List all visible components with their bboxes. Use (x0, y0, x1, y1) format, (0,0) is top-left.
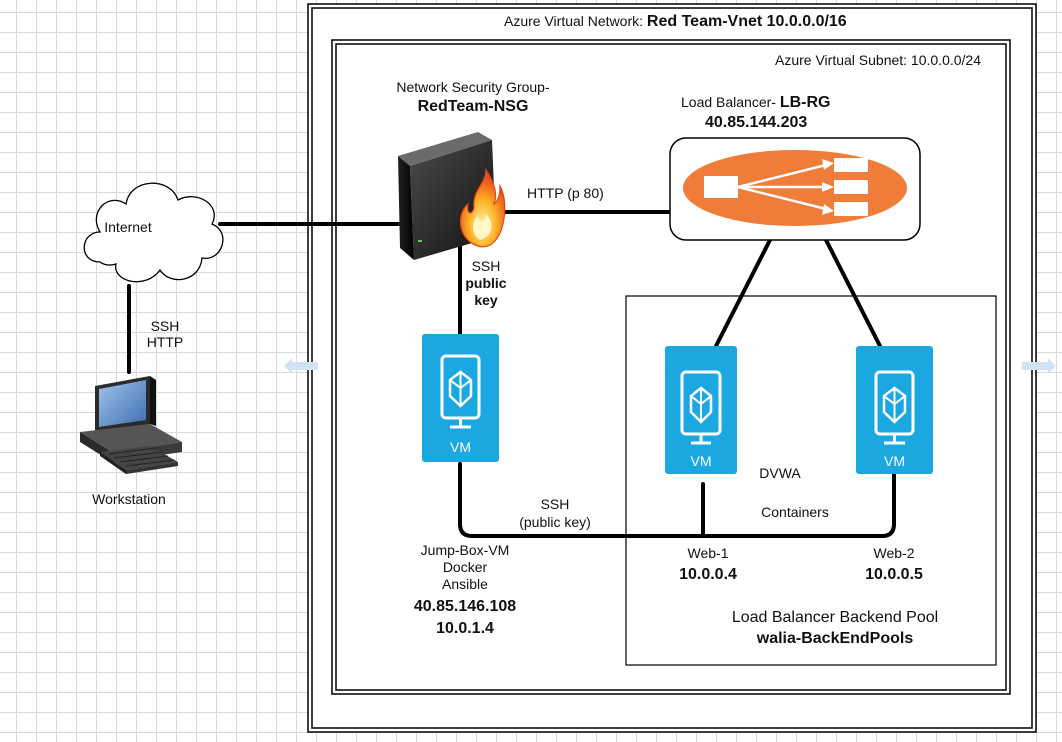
nsg-title: Network Security Group- (396, 79, 550, 95)
lb-title: Load Balancer- LB-RG (681, 93, 831, 112)
vnet-name: Red Team-Vnet 10.0.0.0/16 (646, 13, 847, 30)
link-lb-web1 (714, 238, 772, 348)
jumpbox-private-ip: 10.0.1.4 (436, 620, 494, 637)
vm-icon-jumpbox[interactable]: VM (422, 334, 499, 462)
nsg-name: RedTeam-NSG (417, 98, 529, 115)
ssh-bus-key-label: (public key) (519, 514, 591, 530)
vm-label: VM (691, 453, 712, 469)
connectors (127, 210, 896, 538)
nsg-ssh-label: SSH (471, 258, 501, 274)
jumpbox-docker: Docker (442, 559, 488, 575)
side-arrow-left-icon (284, 358, 318, 374)
subnet-boundary (331, 39, 1011, 695)
link-http-label: HTTP (146, 334, 184, 350)
ssh-bus-label: SSH (540, 496, 570, 512)
firewall-icon (398, 132, 506, 260)
subnet-title: Azure Virtual Subnet: 10.0.0.0/24 (775, 52, 981, 68)
fire-icon (460, 168, 506, 248)
backend-pool-box (625, 295, 997, 666)
computer-icon (80, 376, 182, 474)
vnet-title: Azure Virtual Network: Red Team-Vnet 10.… (504, 12, 847, 31)
lb-prefix: Load Balancer- (681, 94, 780, 110)
nsg-public-label: public (465, 275, 507, 291)
http-port-label: HTTP (p 80) (527, 185, 604, 201)
link-ssh-label: SSH (150, 318, 180, 334)
vm-icon-web2[interactable]: VM (856, 346, 933, 474)
dvwa-label: DVWA (759, 465, 801, 481)
side-arrow-right-icon (1022, 358, 1056, 374)
vnet-prefix: Azure Virtual Network: (504, 13, 647, 29)
link-lb-web2 (824, 238, 882, 348)
web1-ip: 10.0.0.4 (679, 566, 737, 583)
workstation-label: Workstation (92, 491, 166, 507)
load-balancer-icon (669, 137, 921, 241)
nsg-key-label: key (474, 292, 498, 308)
web1-name: Web-1 (687, 545, 729, 561)
lb-ip: 40.85.144.203 (705, 114, 808, 131)
vm-label: VM (884, 453, 905, 469)
vm-icon-web1[interactable]: VM (665, 346, 737, 474)
jumpbox-public-ip: 40.85.146.108 (413, 598, 517, 615)
link-jumpbox-web-bus (458, 462, 896, 538)
lb-name: LB-RG (779, 94, 831, 111)
jumpbox-name: Jump-Box-VM (420, 542, 510, 558)
jumpbox-ansible: Ansible (442, 576, 488, 592)
internet-label: Internet (104, 219, 152, 235)
vm-label: VM (450, 439, 471, 455)
web2-ip: 10.0.0.5 (865, 566, 923, 583)
containers-label: Containers (761, 504, 829, 520)
cloud-icon (83, 182, 224, 283)
backend-pool-title: Load Balancer Backend Pool (731, 609, 939, 626)
web2-name: Web-2 (873, 545, 915, 561)
backend-pool-name: walia-BackEndPools (756, 630, 914, 647)
